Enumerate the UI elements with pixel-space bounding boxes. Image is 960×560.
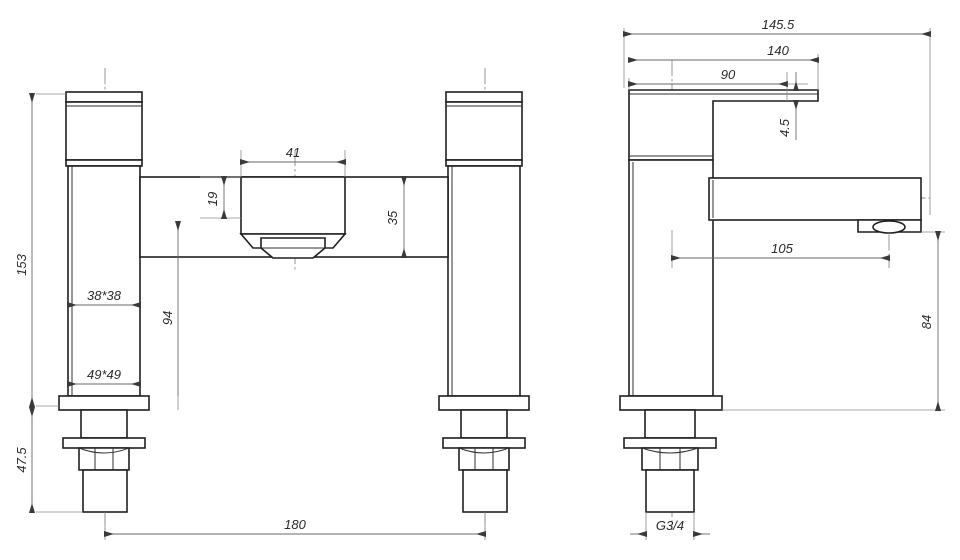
dim-153-label: 153	[14, 253, 29, 275]
right-handle-assembly	[445, 91, 523, 167]
left-base-assembly	[58, 395, 150, 513]
side-base-nut-chamfer	[641, 447, 699, 454]
dim-90-label: 90	[721, 67, 736, 82]
right-handle-body	[445, 101, 523, 161]
left-handle-body	[65, 101, 143, 161]
side-column	[628, 159, 714, 397]
dim-19-label: 19	[205, 192, 220, 206]
dim-84-label: 84	[919, 315, 934, 329]
right-column-body	[447, 165, 521, 397]
side-spout-body	[708, 177, 922, 221]
right-base-washer	[442, 437, 526, 449]
left-column	[67, 165, 141, 397]
right-base-nut-chamfer	[458, 447, 510, 454]
right-column	[447, 165, 521, 397]
right-handle-cap	[445, 91, 523, 103]
dim-41-label: 41	[286, 145, 300, 160]
side-base-flange	[619, 395, 723, 411]
dim-94-label: 94	[160, 311, 175, 325]
dim-475-label: 47.5	[14, 447, 29, 473]
right-base-thread-shank	[462, 469, 508, 513]
right-base-stud	[460, 409, 508, 439]
dim-45-label: 4.5	[777, 118, 792, 137]
dim-4949-label: 49*49	[87, 367, 121, 382]
left-base-nut-chamfer	[78, 447, 130, 454]
front-view: 153 47.5 38*38 49*49 94 41 19	[14, 68, 530, 540]
left-base-nut	[78, 447, 130, 471]
right-handle-collar	[445, 159, 523, 167]
left-column-body	[67, 165, 141, 397]
left-base-stud	[80, 409, 128, 439]
side-spout-aerator	[872, 220, 906, 234]
left-handle-cap	[65, 91, 143, 103]
side-base-nut	[641, 447, 699, 471]
side-base-assembly	[619, 395, 723, 513]
dim-3838-label: 38*38	[87, 288, 122, 303]
dim-1455-label: 145.5	[762, 17, 795, 32]
side-view: 145.5 140 90 4.5 105 84	[619, 17, 945, 540]
left-base-flange	[58, 395, 150, 411]
dim-35-label: 35	[385, 210, 400, 225]
dim-180-label: 180	[284, 517, 306, 532]
front-dimensions: 153 47.5 38*38 49*49 94 41 19	[14, 93, 486, 540]
side-spout-assembly	[708, 177, 922, 234]
spout-block	[240, 176, 346, 235]
dim-g34-label: G3/4	[656, 518, 684, 533]
crossbar-assembly	[139, 176, 449, 259]
side-base-thread-shank	[645, 469, 695, 513]
right-base-flange	[438, 395, 530, 411]
dim-140-label: 140	[767, 43, 789, 58]
side-base-washer	[623, 437, 717, 449]
side-base-stud	[644, 409, 696, 439]
right-base-assembly	[438, 395, 530, 513]
right-base-nut	[458, 447, 510, 471]
left-base-thread-shank	[82, 469, 128, 513]
dim-105-label: 105	[771, 241, 793, 256]
side-column-body	[628, 159, 714, 397]
left-handle-assembly	[65, 91, 143, 167]
left-handle-collar	[65, 159, 143, 167]
left-base-washer	[62, 437, 146, 449]
side-dimensions: 145.5 140 90 4.5 105 84	[623, 17, 945, 540]
